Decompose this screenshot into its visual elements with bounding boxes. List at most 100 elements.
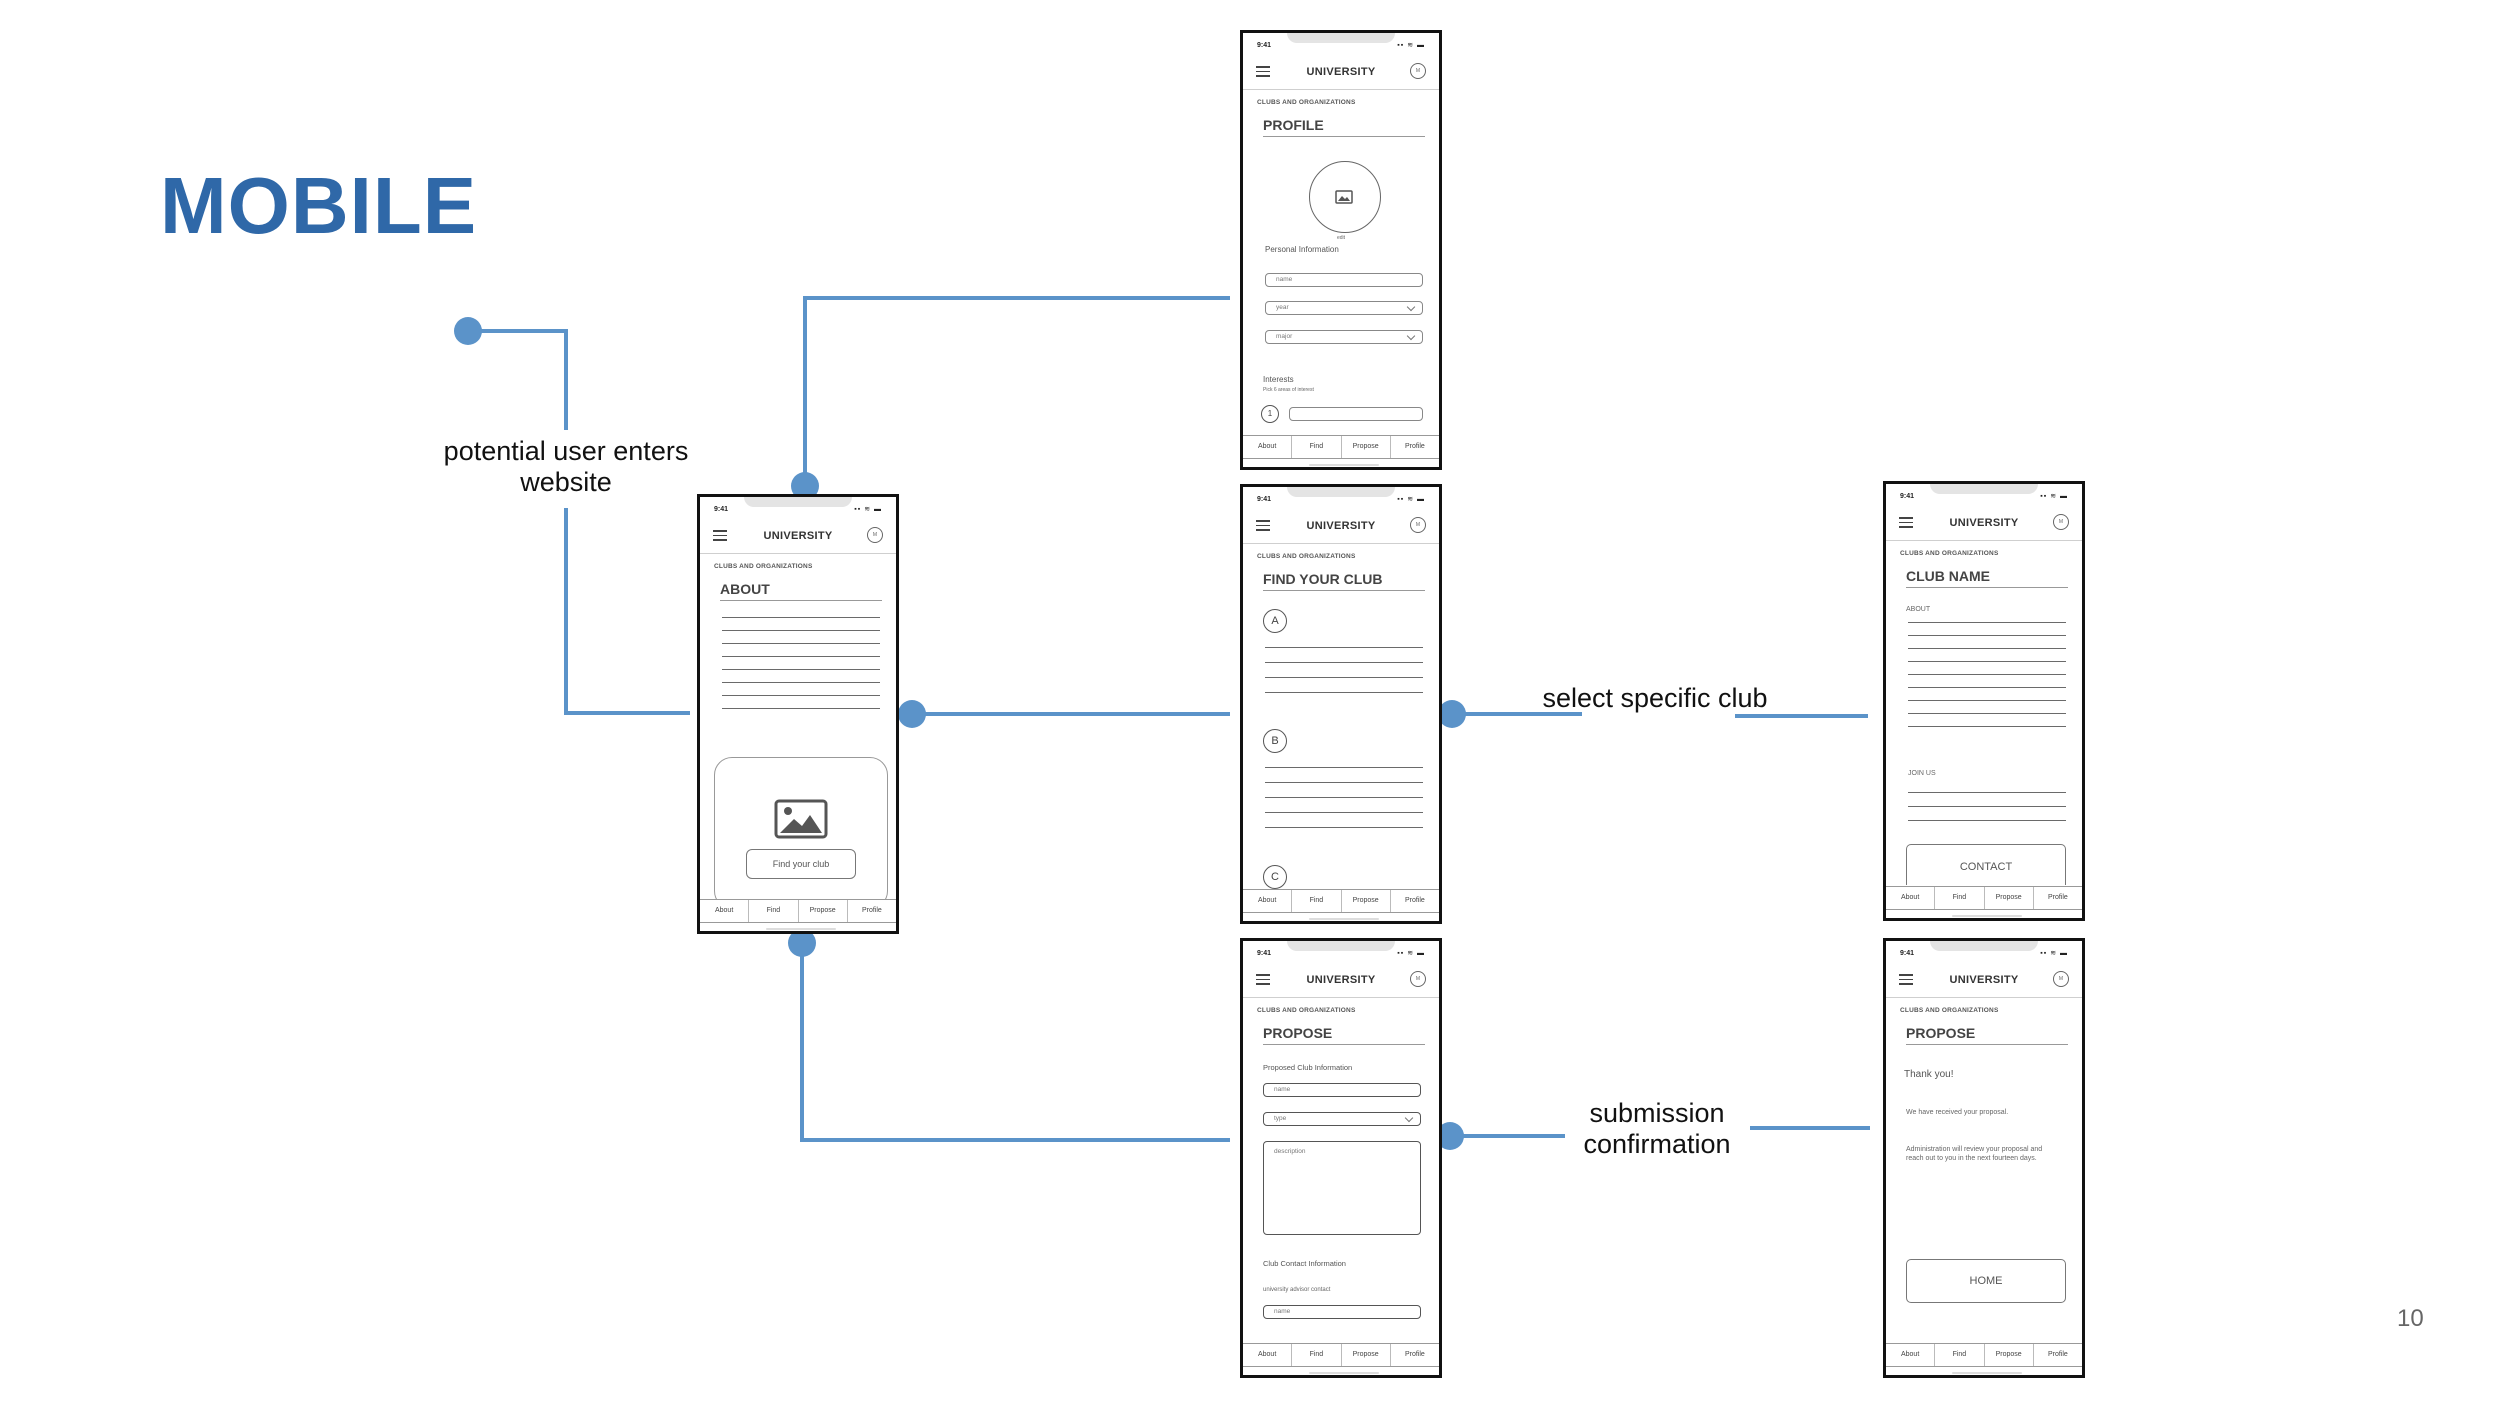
club-name-field[interactable]: name bbox=[1263, 1083, 1421, 1097]
major-select[interactable]: major bbox=[1265, 330, 1423, 344]
annotation-submission: submission confirmation bbox=[1583, 1098, 1731, 1159]
avatar-icon[interactable]: M bbox=[1410, 517, 1426, 533]
tab-about[interactable]: About bbox=[700, 900, 750, 922]
tab-propose[interactable]: Propose bbox=[1342, 436, 1391, 458]
profile-photo-placeholder[interactable] bbox=[1309, 161, 1381, 233]
thank-you-text: Thank you! bbox=[1904, 1069, 1954, 1080]
breadcrumb: CLUBS AND ORGANIZATIONS bbox=[1257, 553, 1356, 560]
tab-about[interactable]: About bbox=[1886, 887, 1936, 909]
breadcrumb: CLUBS AND ORGANIZATIONS bbox=[1900, 1007, 1999, 1014]
home-indicator bbox=[1309, 1372, 1379, 1374]
breadcrumb: CLUBS AND ORGANIZATIONS bbox=[1257, 1007, 1356, 1014]
contact-button[interactable]: CONTACT bbox=[1906, 844, 2066, 885]
advisor-name-field[interactable]: name bbox=[1263, 1305, 1421, 1319]
tab-about[interactable]: About bbox=[1243, 890, 1293, 912]
tab-profile[interactable]: Profile bbox=[861, 907, 882, 914]
tab-profile[interactable]: Profile bbox=[1404, 1351, 1425, 1358]
tab-propose[interactable]: Propose bbox=[799, 900, 848, 922]
status-icons: ▪▪ ≋ ▬ bbox=[1397, 496, 1425, 503]
tab-find[interactable]: Find bbox=[1935, 887, 1985, 909]
page-title: PROFILE bbox=[1263, 117, 1425, 137]
status-time: 9:41 bbox=[1900, 950, 1915, 957]
avatar-icon[interactable]: M bbox=[2053, 514, 2069, 530]
image-placeholder-icon bbox=[774, 799, 828, 844]
tab-about[interactable]: About bbox=[1243, 436, 1293, 458]
tab-propose[interactable]: Propose bbox=[1342, 1344, 1391, 1366]
edit-photo-link[interactable]: edit bbox=[1337, 235, 1346, 241]
menu-icon[interactable] bbox=[1899, 517, 1913, 528]
tab-profile[interactable]: Profile bbox=[2047, 894, 2068, 901]
text-line bbox=[1908, 713, 2066, 714]
club-type-select[interactable]: type bbox=[1263, 1112, 1421, 1126]
phone-find-screen: 9:41 ▪▪ ≋ ▬ UNIVERSITY M CLUBS AND ORGAN… bbox=[1240, 484, 1442, 924]
tab-profile[interactable]: Profile bbox=[1404, 443, 1425, 450]
description-textarea[interactable]: description bbox=[1263, 1141, 1421, 1235]
avatar-icon[interactable]: M bbox=[1410, 63, 1426, 79]
tab-propose[interactable]: Propose bbox=[1985, 1344, 2034, 1366]
connector-dot-about-top bbox=[791, 472, 819, 500]
page-title: PROPOSE bbox=[1263, 1025, 1425, 1045]
year-select-value: year bbox=[1276, 304, 1289, 311]
phone-propose-screen: 9:41 ▪▪ ≋ ▬ UNIVERSITY M CLUBS AND ORGAN… bbox=[1240, 938, 1442, 1378]
tab-find[interactable]: Find bbox=[1292, 436, 1342, 458]
status-time: 9:41 bbox=[1257, 950, 1272, 957]
brand-name: UNIVERSITY bbox=[1306, 66, 1376, 78]
tab-find[interactable]: Find bbox=[1935, 1344, 1985, 1366]
app-header: UNIVERSITY M bbox=[700, 519, 896, 554]
app-header: UNIVERSITY M bbox=[1886, 963, 2082, 998]
connector-dot-about-right bbox=[898, 700, 926, 728]
tab-bar: About Find Propose Profile bbox=[1886, 1343, 2082, 1367]
interests-hint: Pick 6 areas of interest bbox=[1263, 387, 1314, 393]
tab-profile[interactable]: Profile bbox=[1404, 897, 1425, 904]
menu-icon[interactable] bbox=[713, 530, 727, 541]
name-field[interactable]: name bbox=[1265, 273, 1423, 287]
text-line bbox=[722, 656, 880, 657]
text-line bbox=[722, 682, 880, 683]
connector-dot-start bbox=[454, 317, 482, 345]
club-group-b-badge: B bbox=[1263, 729, 1287, 753]
tab-propose[interactable]: Propose bbox=[1342, 890, 1391, 912]
major-select-value: major bbox=[1276, 333, 1293, 340]
status-time: 9:41 bbox=[714, 506, 729, 513]
tab-find[interactable]: Find bbox=[1292, 1344, 1342, 1366]
phone-notch bbox=[1287, 941, 1395, 951]
text-line bbox=[1908, 622, 2066, 623]
connector-dot-find-right bbox=[1438, 700, 1466, 728]
year-select[interactable]: year bbox=[1265, 301, 1423, 315]
phone-about-screen: 9:41 ▪▪ ≋ ▬ UNIVERSITY M CLUBS AND ORGAN… bbox=[697, 494, 899, 934]
brand-name: UNIVERSITY bbox=[1306, 974, 1376, 986]
page-title: FIND YOUR CLUB bbox=[1263, 571, 1425, 591]
home-indicator bbox=[1309, 918, 1379, 920]
avatar-icon[interactable]: M bbox=[2053, 971, 2069, 987]
text-line bbox=[1908, 674, 2066, 675]
personal-info-label: Personal Information bbox=[1265, 245, 1339, 254]
find-your-club-button[interactable]: Find your club bbox=[746, 849, 856, 879]
tab-profile[interactable]: Profile bbox=[2047, 1351, 2068, 1358]
tab-propose[interactable]: Propose bbox=[1985, 887, 2034, 909]
menu-icon[interactable] bbox=[1899, 974, 1913, 985]
text-line bbox=[1265, 812, 1423, 813]
breadcrumb: CLUBS AND ORGANIZATIONS bbox=[1900, 550, 1999, 557]
interest-field[interactable] bbox=[1289, 407, 1423, 421]
text-line bbox=[1908, 726, 2066, 727]
text-line bbox=[1908, 820, 2066, 821]
tab-about[interactable]: About bbox=[1243, 1344, 1293, 1366]
avatar-icon[interactable]: M bbox=[867, 527, 883, 543]
tab-find[interactable]: Find bbox=[1292, 890, 1342, 912]
connector-dot-propose-right bbox=[1436, 1122, 1464, 1150]
menu-icon[interactable] bbox=[1256, 66, 1270, 77]
menu-icon[interactable] bbox=[1256, 520, 1270, 531]
menu-icon[interactable] bbox=[1256, 974, 1270, 985]
text-line bbox=[1265, 662, 1423, 663]
tab-about[interactable]: About bbox=[1886, 1344, 1936, 1366]
text-line bbox=[1908, 806, 2066, 807]
tab-find[interactable]: Find bbox=[749, 900, 799, 922]
phone-notch bbox=[1287, 487, 1395, 497]
brand-name: UNIVERSITY bbox=[1949, 517, 2019, 529]
avatar-icon[interactable]: M bbox=[1410, 971, 1426, 987]
home-button[interactable]: HOME bbox=[1906, 1259, 2066, 1303]
text-line bbox=[1265, 782, 1423, 783]
tab-bar: About Find Propose Profile bbox=[1243, 1343, 1439, 1367]
app-header: UNIVERSITY M bbox=[1886, 506, 2082, 541]
phone-notch bbox=[1930, 941, 2038, 951]
